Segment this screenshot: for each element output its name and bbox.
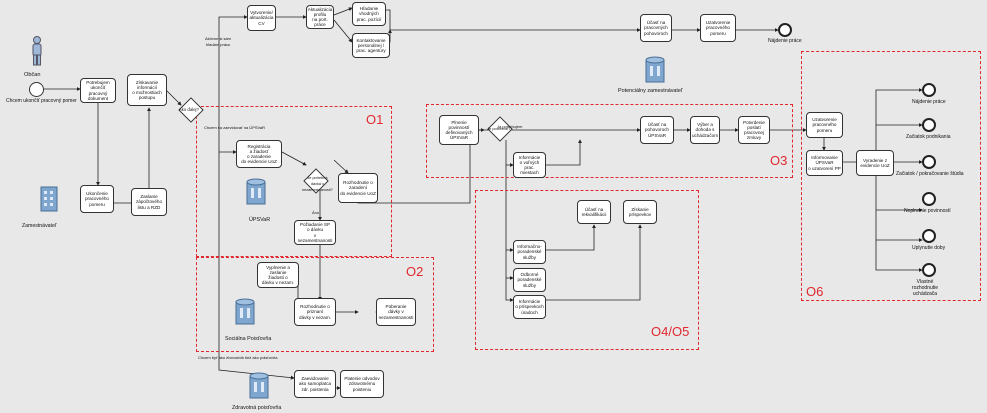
zone-o2-label: O2 (406, 264, 424, 279)
zone-o1-label: O1 (366, 112, 384, 127)
edge-label: Ja potrebujem (497, 124, 523, 129)
task-box: Aktualizácia profilu na port. práce (306, 5, 334, 29)
task-box: Získanie prí­spevkov (623, 200, 657, 224)
end-event (922, 118, 936, 132)
person-icon (32, 36, 42, 66)
task-box: Platenie odvodov zdravotnému poisteniu (340, 370, 384, 398)
task-box: Informovanie ÚPSVaR o uzatvorení PP (806, 150, 843, 176)
task-box: Potrebujem ukončiť pracovný dokument (80, 78, 116, 103)
actor-upsvar: ÚPSVaR (249, 217, 271, 223)
task-box: Uzatvorenie pracovného pomeru (700, 14, 736, 42)
zone-o45 (475, 190, 699, 350)
zone-o6 (801, 51, 981, 301)
building-icon (235, 298, 255, 325)
edge-label: Chcem byť ako živnostník tiež ako poisťo… (198, 355, 278, 360)
task-box: Ukončenie pracovného pomeru (80, 185, 114, 213)
task-box: Uzatvorenie pracovného pomeru (806, 112, 843, 138)
building-icon (645, 56, 665, 83)
actor-social: Sociálna Poisťovňa (225, 336, 272, 342)
task-box: Účasť na rekvalifikácii (577, 200, 611, 224)
task-box: Účasť na pracovných pohovoroch (640, 14, 672, 42)
gateway-label: Je potrebná dávka v nezamestnanosti? (302, 176, 333, 192)
end-event-label: Vlastné rozhodnutie uchádzača (911, 279, 939, 297)
task-box: Kontaktovanie personálnej / prac. agentú… (352, 33, 390, 58)
end-event (922, 83, 936, 97)
task-box: Výber a dohoda s uchádzačom (690, 116, 720, 144)
edge-label: Áno (312, 210, 320, 215)
end-event-label: Nájdenie práce (912, 99, 946, 105)
end-event (922, 229, 936, 243)
end-event (922, 263, 936, 277)
end-event (922, 155, 936, 169)
end-event-label: Začiatok podnikania (906, 134, 951, 140)
task-box: Registrácia a žiadosť o zaradenie do evi… (236, 140, 282, 168)
zone-o3-label: O3 (770, 153, 788, 168)
zone-o1 (196, 106, 392, 257)
end-event-label: Začiatok / pokračovanie štúdia (896, 171, 964, 177)
task-box: Rozhodnutie o zaradení do evidencie UoZ (338, 173, 378, 203)
task-box: Poberanie dávky v nezamestnanosti (376, 298, 416, 326)
zone-o6-label: O6 (806, 284, 824, 299)
actor-employer: Zamestnávateľ (22, 223, 57, 229)
task-box: Vyplnenie a zaslanie žiadosti o dávku v … (257, 262, 299, 288)
end-event-label: Nájdenie práce (768, 38, 802, 44)
task-box: Rozhodnutie o priznaní dávky v nezam. (294, 298, 336, 326)
zone-o45-label: O4/O5 (651, 324, 690, 339)
task-box: Vytvorenie/ aktualizácia CV (247, 5, 276, 31)
zone-o3 (426, 104, 793, 178)
task-box: Potvrdenie poslatí pracovnej zmluvy (738, 116, 770, 144)
task-box: Informácie o voľných prac. miestach (513, 152, 546, 178)
task-box: Plnenie povinností definovaných ÚPSVaR (439, 115, 479, 145)
task-box: Informačno- poradenské služby (513, 240, 546, 264)
start-event (29, 82, 44, 97)
end-event-label: Uplynutie doby (912, 245, 946, 251)
task-box: Účasť na pohovoroch ÚPSVaR (640, 116, 674, 144)
task-box: Zaslanie zápočtového listu a RZD (131, 188, 167, 216)
edge-label: Aktívne si sám hľadám prácu (205, 36, 232, 47)
gateway-label: Ako ďalej? (179, 107, 199, 112)
task-box: Požiadanie SP o dávku v nezamestnanosti (294, 220, 336, 245)
building-icon (40, 186, 58, 212)
zone-o2 (196, 257, 434, 352)
actor-citizen: Občan (24, 72, 41, 78)
task-box: Hľadanie vhodných prac. pozícií (352, 2, 386, 26)
end-event (778, 23, 792, 37)
task-box: Získavanie informácií o možnostiach post… (127, 74, 167, 106)
task-box: Vyradenie z evidencie UoZ (856, 150, 894, 176)
end-event (922, 192, 936, 206)
building-icon (249, 372, 269, 399)
task-box: Informácie o príspevkoch úradoch (513, 295, 546, 319)
start-event-label: Chcem ukončiť pracovný pomer (6, 98, 77, 104)
gateway-label: Je potrebné? (487, 126, 511, 131)
edge-label: Chcem sa zaevidovať na ÚPSVaR (204, 125, 266, 130)
actor-health: Zdravotná poisťovňa (232, 405, 282, 411)
building-icon (246, 178, 266, 205)
end-event-label: Neplnenie povinností (904, 208, 951, 214)
task-box: Zaevidovanie ako samoplatca zdr. poisten… (294, 370, 336, 398)
actor-potential-employer: Potenciálny zamestnávateľ (618, 88, 683, 94)
task-box: Odborné poradenské služby (513, 268, 546, 292)
